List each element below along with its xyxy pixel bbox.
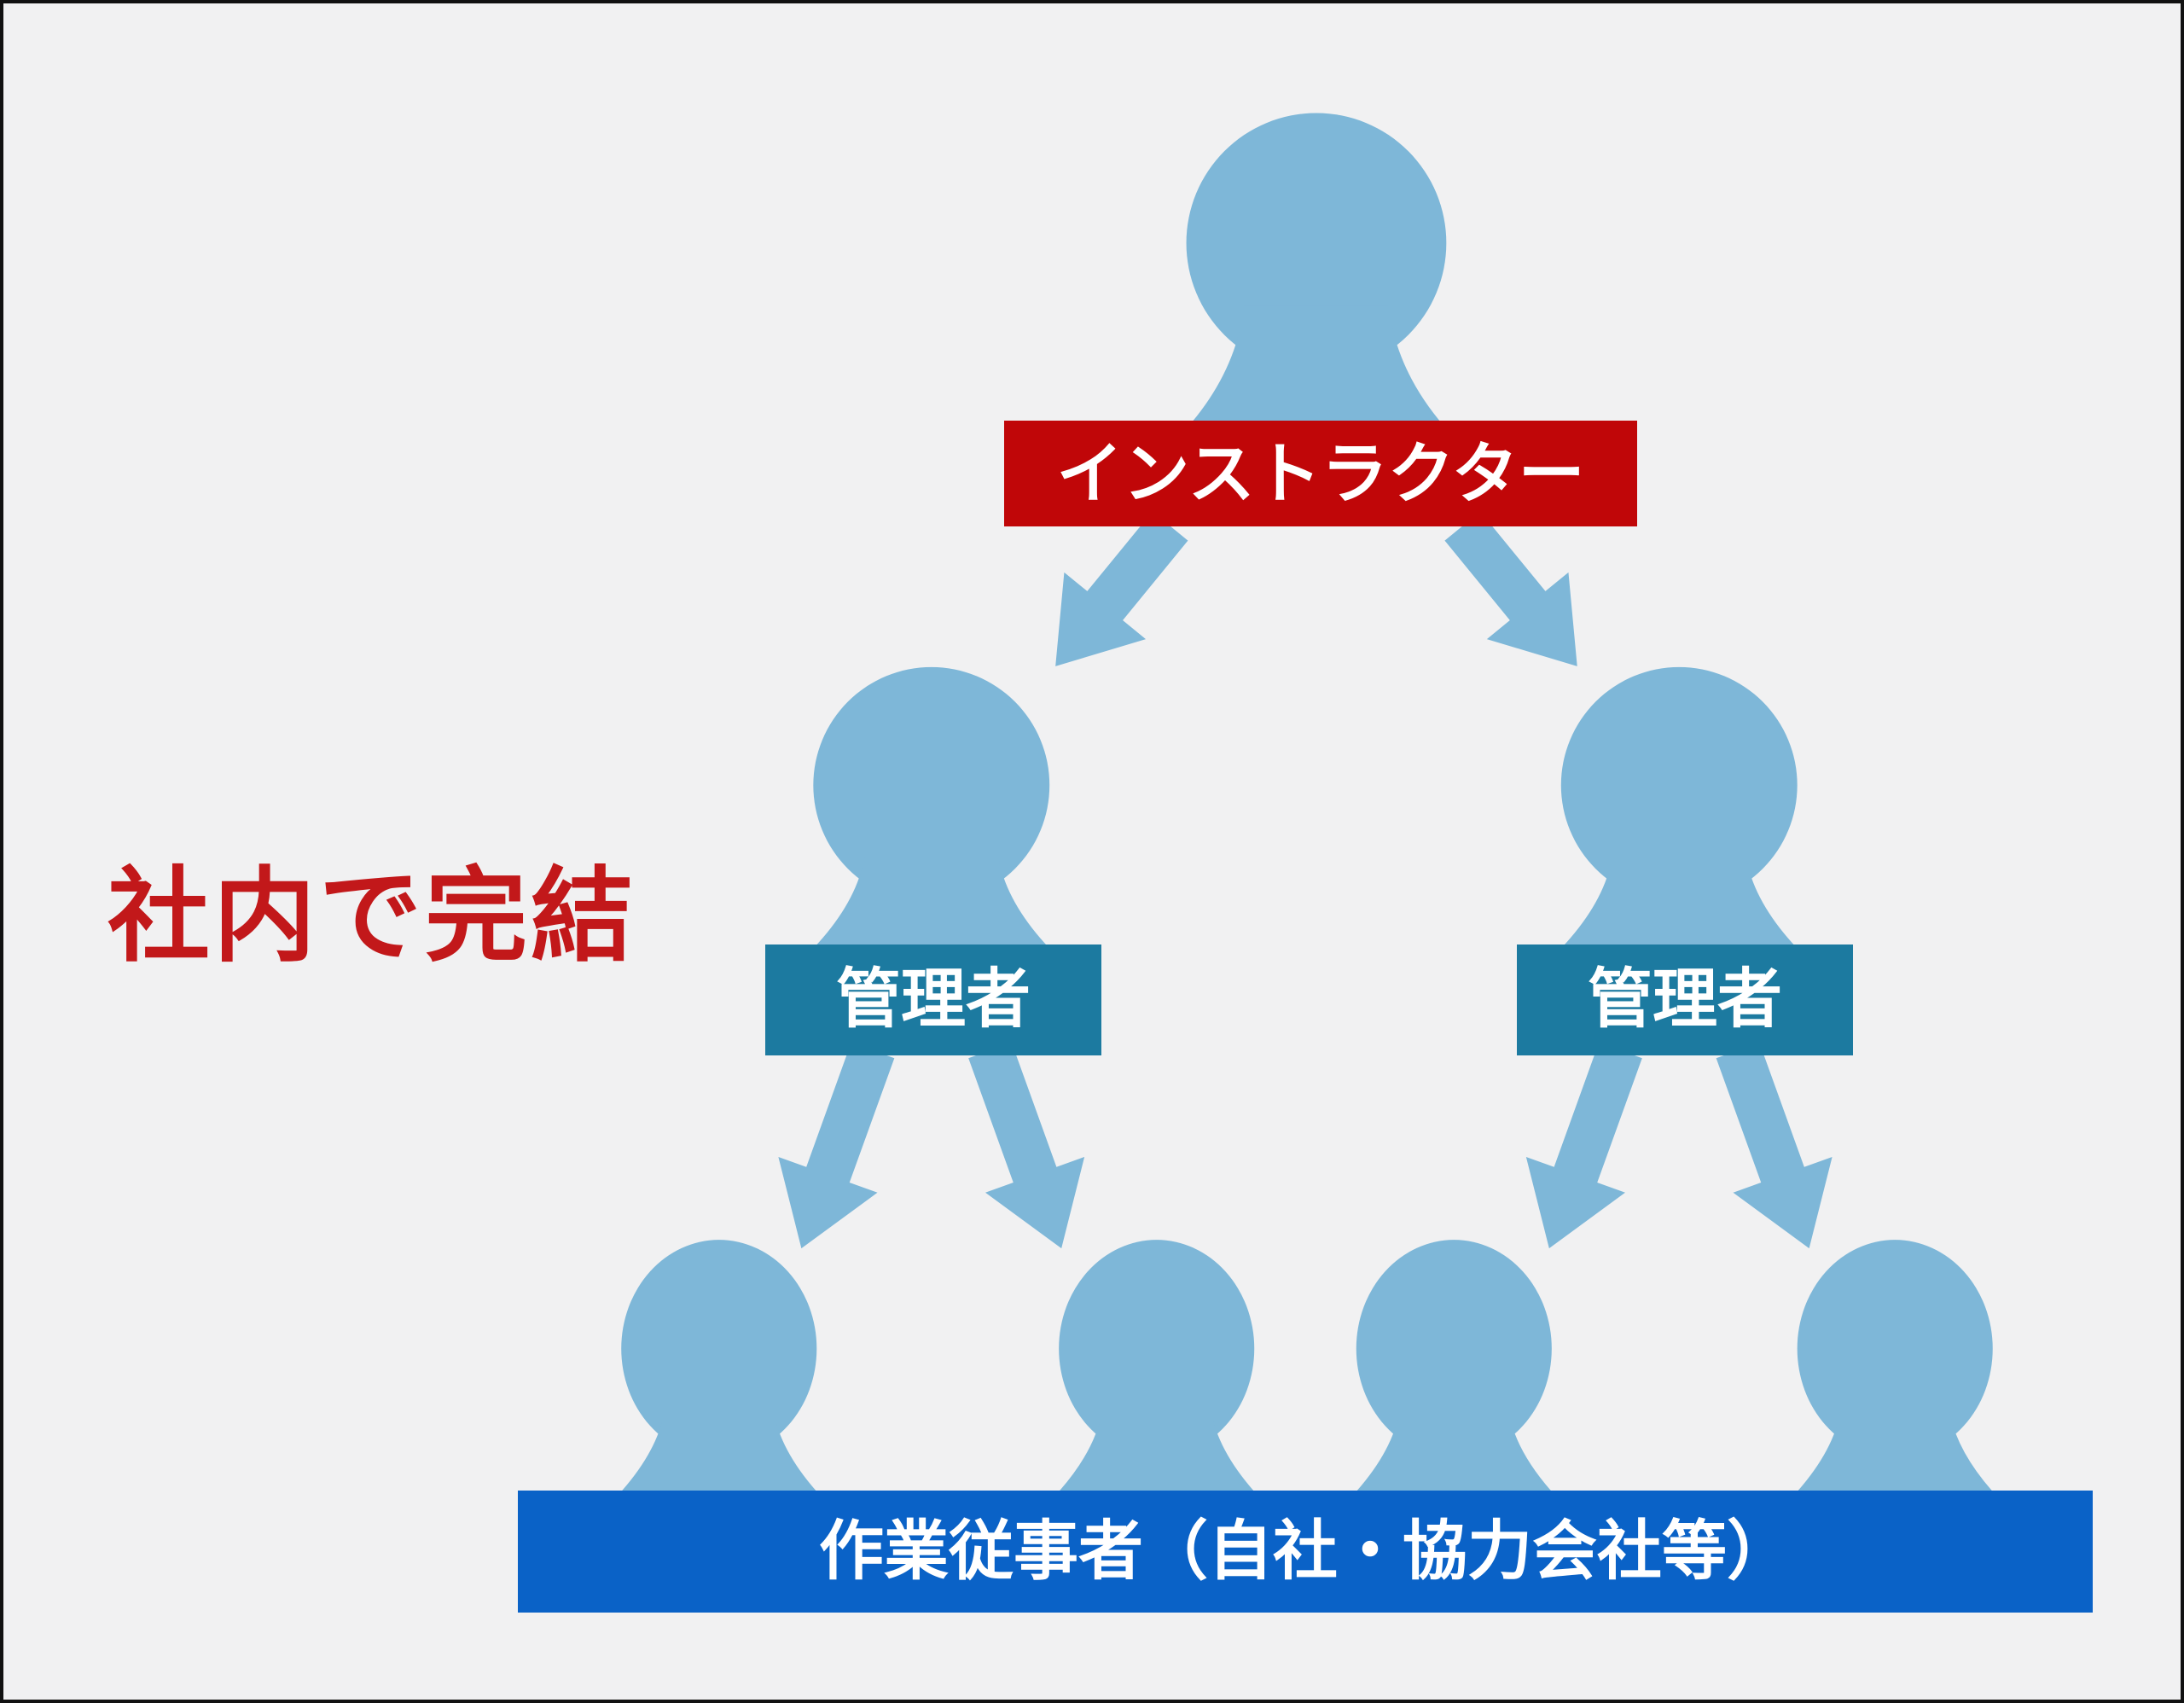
- arrow-instructor-to-right-manager-icon: [1444, 511, 1577, 666]
- instructor-label: インストラクター: [1004, 421, 1637, 526]
- instructor-figure: [1186, 113, 1447, 427]
- worker4-head-icon: [1797, 1240, 1993, 1458]
- worker2-body-icon: [1060, 1410, 1254, 1491]
- right-manager-figure: [1560, 666, 1798, 949]
- arrow-instructor-to-left-manager-icon: [1055, 511, 1188, 666]
- side-title: 社内で完結: [107, 859, 636, 974]
- worker2-head-icon: [1059, 1240, 1255, 1458]
- worker3-head-icon: [1356, 1240, 1552, 1458]
- right-manager-body-icon: [1560, 852, 1798, 949]
- arrow-right-manager-to-worker3-icon: [1525, 1042, 1642, 1249]
- worker3-body-icon: [1356, 1410, 1551, 1491]
- worker4-figure: [1797, 1240, 1993, 1491]
- worker1-figure: [621, 1240, 817, 1491]
- left-manager-head-icon: [813, 666, 1050, 904]
- worker2-figure: [1059, 1240, 1255, 1491]
- diagram-shapes: [621, 113, 1993, 1491]
- worker3-figure: [1356, 1240, 1552, 1491]
- right-manager-head-icon: [1560, 666, 1798, 904]
- workers-banner-label: 作業従事者（自社・協力会社等）: [518, 1491, 2093, 1613]
- worker1-body-icon: [622, 1410, 816, 1491]
- worker1-head-icon: [621, 1240, 817, 1458]
- worker4-body-icon: [1798, 1410, 1992, 1491]
- arrow-left-manager-to-worker1-icon: [778, 1042, 895, 1249]
- left-manager-body-icon: [813, 852, 1050, 949]
- left-manager-label: 管理者: [765, 944, 1101, 1055]
- right-manager-label: 管理者: [1517, 944, 1853, 1055]
- arrow-left-manager-to-worker2-icon: [968, 1042, 1085, 1249]
- instructor-body-icon: [1188, 305, 1444, 427]
- left-manager-figure: [813, 666, 1050, 949]
- arrow-right-manager-to-worker4-icon: [1716, 1042, 1833, 1249]
